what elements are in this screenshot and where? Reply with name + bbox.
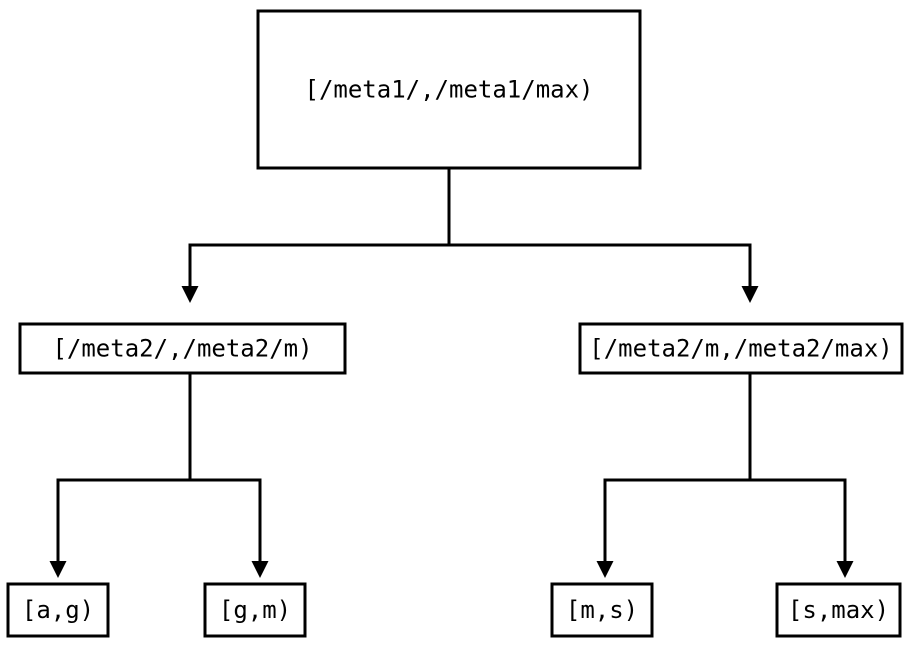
node-box[interactable] [256, 9, 642, 170]
node-label: [s,max) [788, 596, 889, 624]
edge-line [56, 373, 192, 561]
edge-root-to-mid-left [181, 168, 451, 303]
node-label: [/meta2/m,/meta2/max) [589, 335, 892, 363]
node-box[interactable] [775, 582, 902, 638]
tree-node-leaf-m-s[interactable]: [m,s) [550, 582, 654, 638]
node-box[interactable] [550, 582, 654, 638]
edge-line [748, 373, 847, 561]
edge-line [188, 373, 262, 561]
edge-line [603, 373, 752, 561]
tree-node-mid-left[interactable]: [/meta2/,/meta2/m) [18, 322, 347, 375]
edge-mid-left-to-leaf-a-g [49, 373, 192, 578]
node-box[interactable] [203, 582, 307, 638]
node-box[interactable] [578, 322, 904, 375]
edge-line [188, 168, 451, 286]
tree-node-mid-right[interactable]: [/meta2/m,/meta2/max) [578, 322, 904, 375]
node-label: [m,s) [566, 596, 638, 624]
node-label: [/meta2/,/meta2/m) [52, 335, 312, 363]
arrowhead-icon [741, 286, 759, 303]
edge-mid-right-to-leaf-m-s [596, 373, 752, 578]
nodes-layer: [/meta1/,/meta1/max) [/meta2/,/meta2/m) [/… [6, 9, 904, 638]
node-label: [/meta1/,/meta1/max) [305, 76, 594, 104]
tree-node-leaf-g-m[interactable]: [g,m) [203, 582, 307, 638]
arrowhead-icon [49, 561, 67, 578]
edge-mid-right-to-leaf-s-max [748, 373, 854, 578]
node-label: [a,g) [22, 596, 94, 624]
node-box[interactable] [18, 322, 347, 375]
arrowhead-icon [251, 561, 269, 578]
edges-layer [49, 168, 854, 578]
edge-root-to-mid-right [447, 168, 759, 303]
edge-mid-left-to-leaf-g-m [188, 373, 269, 578]
node-box[interactable] [6, 582, 110, 638]
tree-node-leaf-a-g[interactable]: [a,g) [6, 582, 110, 638]
tree-node-leaf-s-max[interactable]: [s,max) [775, 582, 902, 638]
tree-node-root[interactable]: [/meta1/,/meta1/max) [256, 9, 642, 170]
edge-line [447, 168, 752, 286]
arrowhead-icon [836, 561, 854, 578]
arrowhead-icon [181, 286, 199, 303]
arrowhead-icon [596, 561, 614, 578]
node-label: [g,m) [219, 596, 291, 624]
